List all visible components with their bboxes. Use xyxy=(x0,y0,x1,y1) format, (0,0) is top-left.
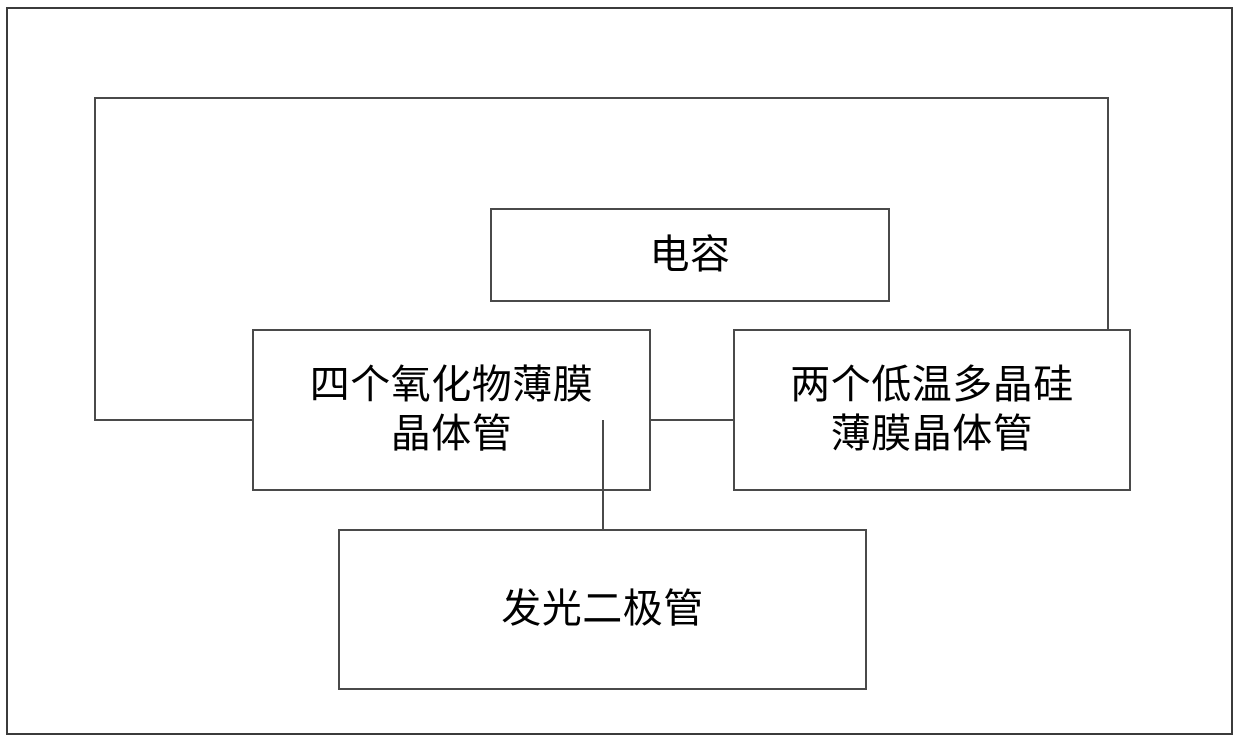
page-border: 电容 四个氧化物薄膜 晶体管 两个低温多晶硅 薄膜晶体管 发光二极管 xyxy=(6,7,1233,735)
capacitor-label: 电容 xyxy=(649,231,731,278)
ltps-tft-group-block: 两个低温多晶硅 薄膜晶体管 xyxy=(733,329,1131,491)
container-to-led-connector xyxy=(602,420,604,530)
led-label: 发光二极管 xyxy=(501,586,704,633)
pixel-circuit-container: 电容 四个氧化物薄膜 晶体管 两个低温多晶硅 薄膜晶体管 xyxy=(94,97,1131,491)
ltps-tft-group-label: 两个低温多晶硅 薄膜晶体管 xyxy=(790,362,1074,457)
led-block: 发光二极管 xyxy=(338,529,867,690)
capacitor-block: 电容 xyxy=(490,208,890,302)
oxide-tft-group-label: 四个氧化物薄膜 晶体管 xyxy=(309,362,594,457)
oxide-tft-group-block: 四个氧化物薄膜 晶体管 xyxy=(252,329,651,491)
